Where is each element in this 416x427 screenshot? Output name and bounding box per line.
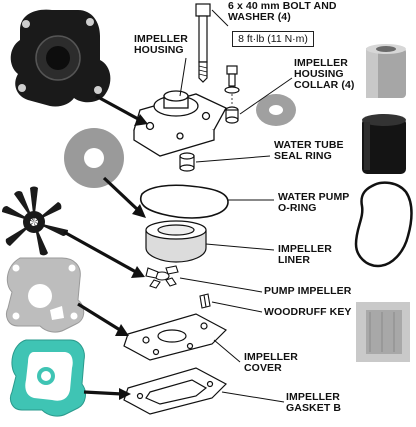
gasket-drawing: [124, 368, 226, 414]
label-pump-impeller: PUMP IMPELLER: [264, 286, 351, 297]
label-text: LINER: [278, 255, 332, 266]
label-text: COVER: [244, 363, 298, 374]
label-bolt-washer: 6 x 40 mm BOLT AND WASHER (4): [228, 1, 337, 23]
label-text: PUMP IMPELLER: [264, 286, 351, 297]
small-bolt-drawing: [225, 66, 239, 123]
seal-ring-photo: [362, 114, 406, 174]
label-torque: 8 ft·lb (11 N·m): [232, 31, 314, 47]
label-impeller-liner: IMPELLER LINER: [278, 244, 332, 266]
cover-photo: [6, 258, 83, 332]
label-seal-ring: WATER TUBE SEAL RING: [274, 140, 344, 162]
plate-disc-photo: [64, 128, 124, 188]
bolt-drawing: [196, 4, 210, 82]
label-gasket-b: IMPELLER GASKET B: [286, 392, 341, 414]
liner-photo: [356, 302, 410, 362]
seal-ring-drawing: [180, 153, 194, 171]
liner-drawing: [146, 221, 206, 262]
label-text: WASHER (4): [228, 12, 337, 23]
label-impeller-cover: IMPELLER COVER: [244, 352, 298, 374]
o-ring-drawing: [141, 185, 228, 218]
label-o-ring: WATER PUMP O-RING: [278, 192, 349, 214]
housing-photo: [11, 10, 111, 107]
label-text: WOODRUFF KEY: [264, 307, 352, 318]
cover-drawing: [124, 314, 226, 360]
label-text: O-RING: [278, 203, 349, 214]
label-housing-collar: IMPELLER HOUSING COLLAR (4): [294, 58, 355, 91]
label-text: SEAL RING: [274, 151, 344, 162]
key-drawing: [200, 294, 210, 308]
housing-drawing: [134, 91, 226, 156]
label-text: COLLAR (4): [294, 80, 355, 91]
label-text: HOUSING: [134, 45, 188, 56]
o-ring-photo: [356, 183, 412, 266]
impeller-photo: [2, 187, 68, 256]
label-impeller-housing: IMPELLER HOUSING: [134, 34, 188, 56]
collar-photo: [366, 44, 406, 98]
impeller-drawing: [146, 266, 178, 288]
gasket-photo: [10, 340, 85, 416]
label-woodruff-key: WOODRUFF KEY: [264, 307, 352, 318]
label-text: GASKET B: [286, 403, 341, 414]
